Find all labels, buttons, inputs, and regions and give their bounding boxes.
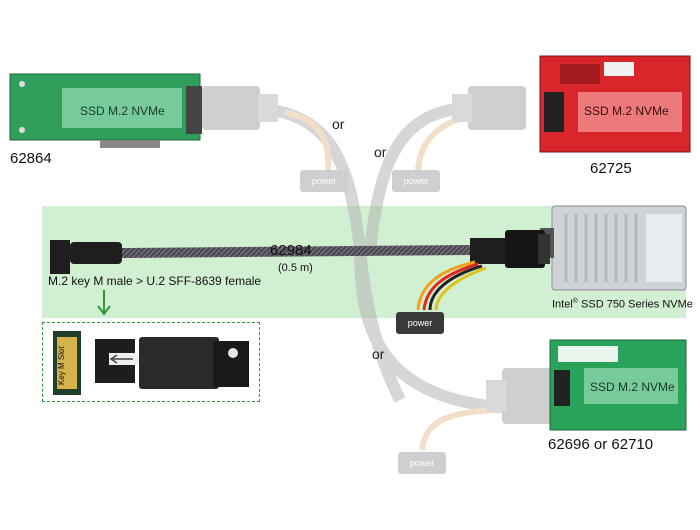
ssd-label: SSD M.2 NVMe: [584, 104, 669, 118]
power-plug-faded: power: [398, 452, 446, 474]
ssd-label: SSD M.2 NVMe: [590, 380, 675, 394]
intel-ssd-750: [540, 205, 687, 291]
inset-detail: Key M Slot: [42, 322, 260, 402]
product-number-62984: 62984: [270, 242, 312, 259]
product-number-62864: 62864: [10, 150, 52, 167]
faded-u2-connector-left: [202, 86, 260, 130]
or-label: or: [374, 144, 387, 160]
adapter-board-62725: [539, 55, 691, 153]
intel-ssd-label: Intel® SSD 750 Series NVMe: [552, 298, 693, 311]
ssd-label: SSD M.2 NVMe: [80, 104, 165, 118]
key-slot-label: Key M Slot: [57, 346, 66, 385]
or-label: or: [332, 116, 345, 132]
faded-u2-connector-right: [468, 86, 526, 130]
faded-u2-connector-bottom: [502, 368, 560, 424]
power-plug-faded: power: [392, 170, 440, 192]
adapter-description: M.2 key M male > U.2 SFF-8639 female: [48, 274, 262, 288]
main-cable-62984: [50, 230, 550, 311]
power-plug: power: [396, 312, 444, 334]
cable-length: (0.5 m): [278, 262, 313, 274]
product-number-62696: 62696 or 62710: [548, 436, 654, 453]
down-arrow-icon: [97, 290, 111, 316]
product-number-62725: 62725: [590, 160, 632, 177]
m2-slot-closeup: [53, 331, 249, 395]
or-label: or: [372, 346, 385, 362]
power-plug-faded: power: [300, 170, 348, 192]
adapter-board-62864: [9, 73, 202, 148]
adapter-board-62696: [549, 339, 687, 431]
